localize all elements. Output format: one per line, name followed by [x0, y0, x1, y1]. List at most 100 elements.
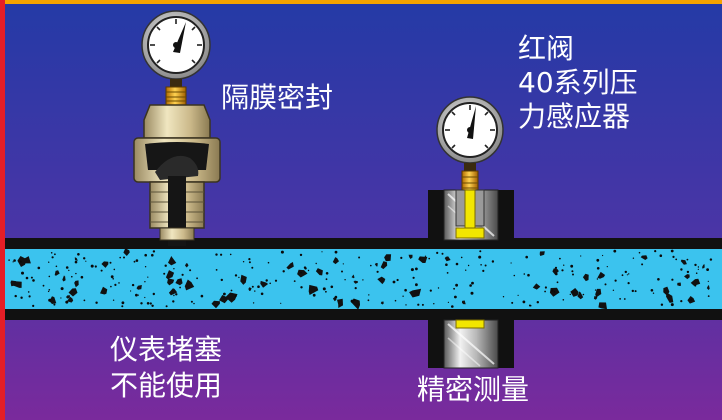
- fluid-particle: [240, 274, 247, 285]
- fluid-particle: [552, 268, 559, 275]
- fluid-dot: [631, 289, 634, 293]
- fluid-dot: [341, 270, 343, 273]
- fluid-dot: [362, 279, 364, 281]
- fluid-dot: [613, 249, 617, 253]
- fluid-dot: [269, 282, 272, 285]
- fluid-dot: [215, 269, 218, 271]
- fluid-particle: [225, 292, 238, 303]
- fluid-dot: [110, 285, 112, 288]
- fluid-particle: [211, 300, 220, 309]
- fluid-dot: [553, 291, 556, 293]
- clogged-residue: [155, 155, 199, 180]
- fluid-dot: [30, 276, 33, 279]
- fluid-dot: [556, 281, 559, 284]
- fluid-particle: [101, 261, 109, 268]
- fluid-particle: [462, 300, 466, 305]
- fluid-dot: [606, 266, 608, 268]
- fluid-dot: [419, 257, 421, 260]
- fluid-dot: [223, 292, 226, 296]
- fluid-particle: [706, 285, 710, 290]
- fluid-dot: [280, 250, 284, 254]
- fluid-dot: [554, 266, 558, 269]
- fluid-dot: [42, 284, 45, 287]
- fluid-dot: [234, 274, 238, 277]
- fluid-dot: [367, 299, 370, 302]
- fluid-dot: [596, 278, 599, 280]
- fluid-dot: [634, 290, 637, 293]
- fluid-dot: [502, 296, 505, 298]
- fluid-dot: [149, 302, 152, 305]
- fluid-dot: [638, 251, 641, 254]
- fluid-dot: [151, 253, 154, 257]
- fluid-dot: [484, 264, 487, 267]
- fluid-dot: [65, 266, 69, 269]
- fluid-dot: [612, 289, 615, 291]
- fluid-dot: [400, 256, 403, 259]
- fluid-dot: [299, 253, 303, 257]
- fluid-dot: [596, 267, 600, 270]
- fluid-dot: [694, 263, 697, 267]
- fluid-dot: [330, 285, 334, 289]
- fluid-dot: [252, 302, 255, 304]
- fluid-dot: [196, 277, 199, 280]
- fluid-dot: [21, 271, 24, 275]
- fluid-dot: [74, 260, 78, 264]
- fluid-dot: [144, 281, 146, 283]
- fluid-particle: [337, 298, 343, 308]
- fluid-dot: [441, 252, 444, 255]
- red-valve-label-line-1: 红阀: [518, 32, 575, 65]
- fluid-dot: [455, 283, 458, 287]
- fluid-dot: [594, 289, 597, 291]
- fluid-dot: [670, 249, 674, 253]
- fluid-dot: [596, 258, 600, 262]
- fluid-dot: [695, 272, 698, 275]
- pipe-fluid: [5, 249, 722, 309]
- fluid-particle: [377, 276, 386, 285]
- fluid-dot: [671, 278, 674, 281]
- fluid-dot: [454, 295, 457, 299]
- fluid-dot: [392, 280, 396, 284]
- gauge-brass-fitting: [165, 86, 187, 106]
- fluid-dot: [580, 255, 582, 257]
- fluid-dot: [623, 298, 626, 300]
- fluid-dot: [220, 253, 223, 256]
- fluid-dot: [544, 286, 548, 289]
- fluid-dot: [131, 283, 135, 287]
- fluid-dot: [446, 272, 449, 274]
- fluid-dot: [280, 302, 282, 304]
- fluid-particle: [62, 275, 66, 282]
- fluid-particle: [351, 274, 355, 279]
- sensor-sleeve-icon: [428, 319, 514, 369]
- clogged-label-line-1: 仪表堵塞: [110, 333, 223, 366]
- fluid-dot: [13, 259, 16, 262]
- fluid-dot: [471, 281, 474, 285]
- fluid-dot: [65, 300, 69, 304]
- fluid-dot: [447, 301, 449, 303]
- fluid-dot: [428, 257, 431, 260]
- clogged-gauge-label: 仪表堵塞 不能使用: [110, 332, 222, 404]
- fluid-particle: [168, 288, 178, 296]
- fluid-dot: [354, 287, 357, 290]
- fluid-dot: [48, 275, 51, 278]
- fluid-dot: [50, 252, 53, 254]
- fluid-dot: [32, 304, 35, 307]
- fluid-dot: [165, 305, 168, 308]
- fluid-dot: [555, 272, 558, 276]
- fluid-dot: [627, 282, 630, 285]
- fluid-dot: [322, 287, 326, 291]
- fluid-dot: [342, 263, 344, 265]
- fluid-dot: [528, 304, 531, 307]
- sensor-foot: [455, 227, 485, 239]
- fluid-dot: [144, 253, 147, 257]
- fluid-dot: [550, 289, 554, 292]
- diaphragm-seal-label: 隔膜密封: [221, 81, 334, 114]
- fluid-dot: [544, 290, 546, 293]
- fluid-particle: [684, 274, 690, 280]
- fluid-dot: [242, 261, 245, 263]
- fluid-dot: [257, 285, 260, 289]
- seal-upper-housing: [143, 104, 211, 139]
- fluid-dot: [293, 280, 296, 282]
- fluid-dot: [697, 268, 699, 270]
- fluid-dot: [455, 262, 459, 266]
- fluid-dot: [321, 251, 323, 253]
